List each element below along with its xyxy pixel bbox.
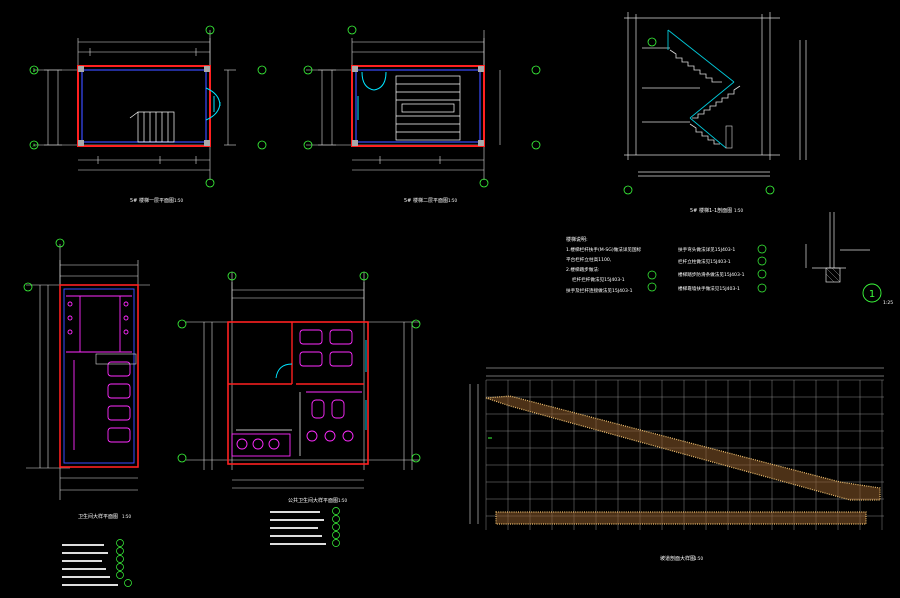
section-scale: 1:50 bbox=[734, 208, 743, 213]
plan-1: B A 5# 楼梯一层平面图 1:50 bbox=[29, 25, 267, 204]
toilet-plan-2: 公共卫生间大样平面图 1:50 bbox=[177, 271, 421, 547]
plan-2: 5# 楼梯二层平面图 1:50 bbox=[303, 25, 541, 204]
detail-1: 1 1:25 bbox=[805, 212, 893, 306]
stair-section: 5# 楼梯1-1剖面图 1:50 bbox=[623, 12, 807, 214]
notes-line: 平台栏杆立柱高1100, bbox=[566, 256, 612, 263]
notes-line: 栏杆拦杆做法见15J403-1 bbox=[572, 276, 625, 283]
notes-line: 栏杆立柱做法见15J403-1 bbox=[678, 258, 731, 265]
notes-line: 扶手弯头做法详见15J403-1 bbox=[678, 246, 735, 253]
plan-2-scale: 1:50 bbox=[448, 198, 457, 203]
toilet-2-title: 公共卫生间大样平面图 bbox=[288, 497, 338, 504]
notes-line: 楼梯靠墙扶手做法见15J403-1 bbox=[678, 285, 740, 292]
plan-2-title: 5# 楼梯二层平面图 bbox=[404, 197, 448, 204]
notes-line: 2.楼梯踏步做法: bbox=[566, 266, 600, 273]
detail-scale: 1:25 bbox=[883, 300, 893, 306]
toilet-2-scale: 1:50 bbox=[338, 498, 347, 503]
notes-line: 扶手及拦杆连接做法见15J403-1 bbox=[566, 287, 633, 294]
axis-label: B bbox=[33, 68, 36, 73]
notes: 楼梯说明: 1.楼梯栏杆扶手(M-SG)做法详见国标 平台栏杆立柱高1100, … bbox=[566, 236, 767, 294]
detail-bubble bbox=[862, 283, 882, 303]
plan-1-title: 5# 楼梯一层平面图 bbox=[130, 197, 174, 204]
section-title: 5# 楼梯1-1剖面图 bbox=[690, 207, 732, 214]
ramp-scale: 1:50 bbox=[694, 556, 703, 561]
ramp-section: 坡道剖面大样图 1:50 bbox=[469, 367, 884, 562]
notes-heading: 楼梯说明: bbox=[566, 236, 588, 243]
ramp-title: 坡道剖面大样图 bbox=[660, 555, 695, 562]
axis-label: A bbox=[33, 143, 36, 148]
notes-line: 1.楼梯栏杆扶手(M-SG)做法详见国标 bbox=[566, 246, 642, 253]
toilet-plan-1: 卫生间大样平面图 1:50 bbox=[23, 238, 150, 587]
toilet-1-title: 卫生间大样平面图 bbox=[78, 513, 118, 520]
toilet-1-scale: 1:50 bbox=[122, 514, 131, 519]
detail-number: 1 bbox=[869, 289, 875, 300]
notes-line: 楼梯踏步防滑条做法见15J403-1 bbox=[678, 271, 745, 278]
plan-1-scale: 1:50 bbox=[174, 198, 183, 203]
